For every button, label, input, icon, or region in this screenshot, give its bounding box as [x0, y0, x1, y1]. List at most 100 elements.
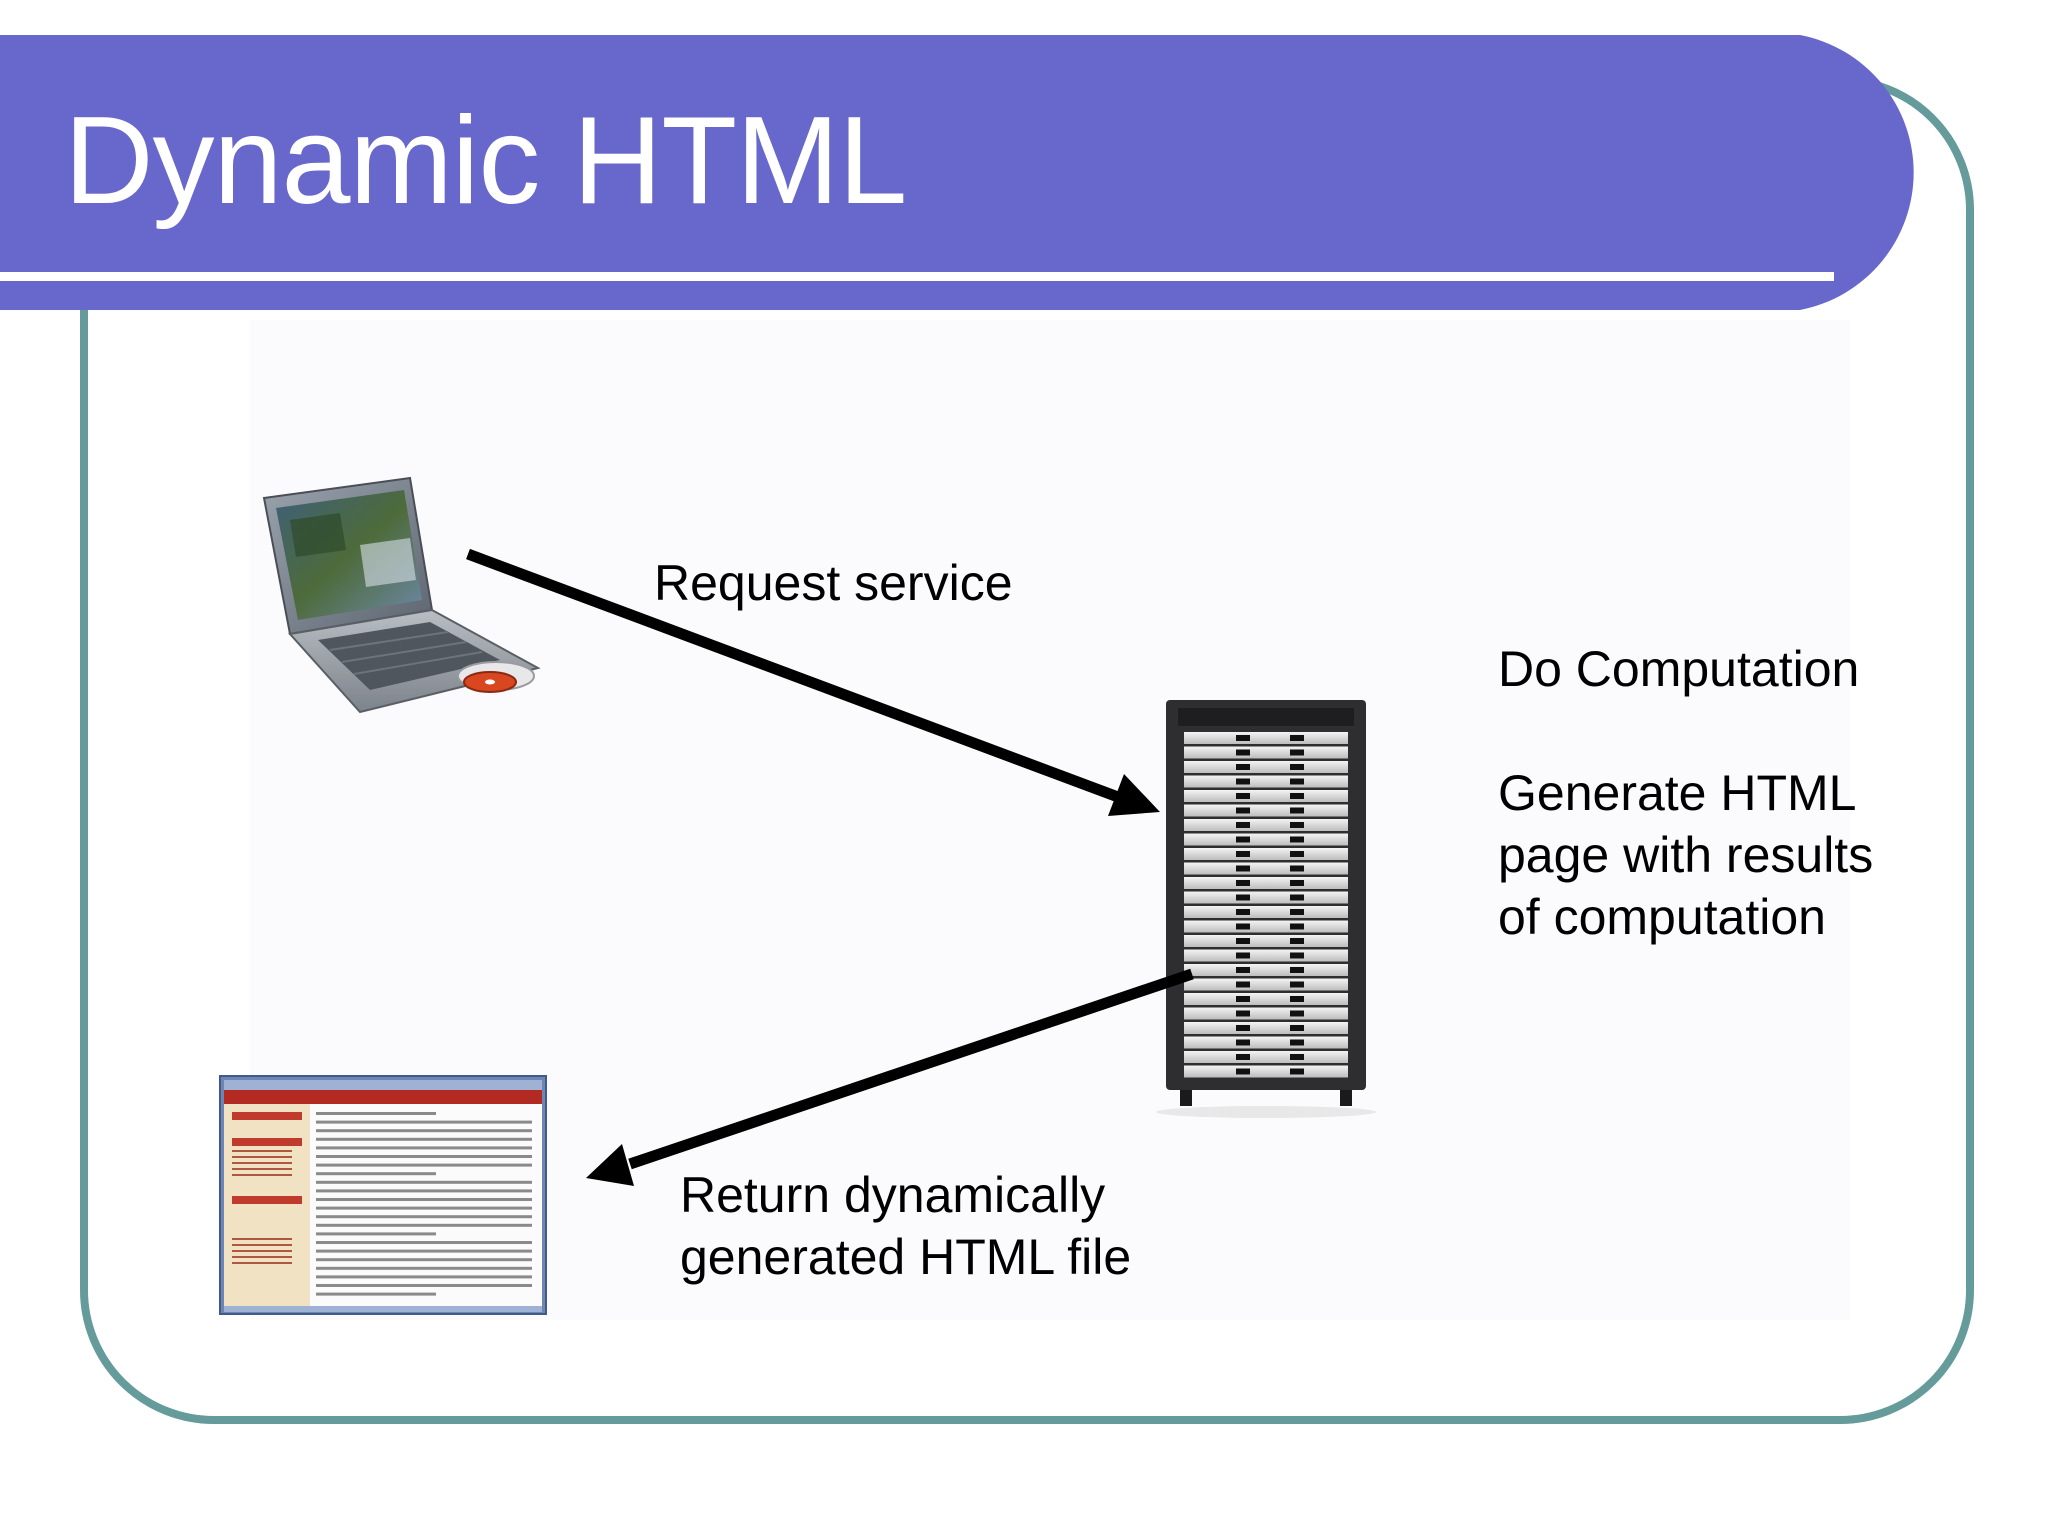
- server-note-generate-line-3: of computation: [1498, 889, 1826, 945]
- page-text-line: [316, 1155, 532, 1158]
- server-drawer-handle: [1236, 1054, 1250, 1060]
- server-drawer-handle: [1290, 807, 1304, 814]
- server-notes: Do Computation Generate HTML page with r…: [1498, 638, 1873, 948]
- server-drawer-handle: [1236, 952, 1250, 959]
- page-text-line: [316, 1275, 532, 1279]
- server-drawer-handle: [1290, 996, 1304, 1002]
- page-text-line: [316, 1163, 532, 1167]
- server-drawer-handle: [1290, 764, 1304, 770]
- server-drawer-handle: [1290, 1054, 1304, 1060]
- page-text-line: [316, 1137, 532, 1141]
- server-drawer: [1184, 819, 1348, 831]
- server-note-spacer: [1498, 700, 1873, 762]
- page-text-line: [316, 1198, 532, 1201]
- server-drawer-handle: [1236, 735, 1250, 741]
- server-drawer: [1184, 1065, 1348, 1078]
- server-drawer-handle: [1236, 938, 1250, 944]
- server-drawer-handle: [1236, 778, 1250, 785]
- server-drawer: [1184, 891, 1348, 904]
- server-drawer: [1184, 790, 1348, 802]
- server-drawer-handle: [1236, 1068, 1250, 1075]
- sidebar-text-line: [232, 1174, 292, 1176]
- server-drawer-handle: [1236, 1025, 1250, 1031]
- server-drawer: [1184, 906, 1348, 918]
- server-drawer: [1184, 993, 1348, 1005]
- arrow-response: [586, 968, 1194, 1186]
- server-drawer-handle: [1290, 735, 1304, 741]
- server-drawer-handle: [1236, 1039, 1250, 1046]
- page-text-line: [316, 1215, 532, 1219]
- edge-label-response-line-1: Return dynamically: [680, 1167, 1106, 1223]
- server-drawer-handle: [1290, 1010, 1304, 1017]
- server-drawer-handle: [1236, 836, 1250, 843]
- page-text-line: [316, 1249, 532, 1253]
- server-drawer-handle: [1290, 952, 1304, 959]
- server-drawer-handle: [1290, 851, 1304, 857]
- server-drawer: [1184, 877, 1348, 889]
- sidebar-text-line: [232, 1256, 292, 1258]
- server-drawer-handle: [1236, 981, 1250, 988]
- server-drawer-handle: [1290, 836, 1304, 843]
- sidebar-text-line: [232, 1168, 292, 1170]
- server-drawer-handle: [1290, 1068, 1304, 1075]
- server-drawer: [1184, 920, 1348, 933]
- server-drawer: [1184, 804, 1348, 817]
- server-note-generate-line-1: Generate HTML: [1498, 765, 1857, 821]
- server-drawer-handle: [1236, 793, 1250, 799]
- server-drawer-handle: [1236, 865, 1250, 872]
- server-drawer-handle: [1290, 967, 1304, 973]
- server-drawer-handle: [1290, 778, 1304, 785]
- server-drawer-handle: [1290, 822, 1304, 828]
- header-underline: [0, 272, 1834, 281]
- server-drawer-handle: [1236, 996, 1250, 1002]
- page-text-line: [316, 1120, 532, 1124]
- server-drawer: [1184, 935, 1348, 947]
- server-drawer-handle: [1290, 1025, 1304, 1031]
- sidebar-text-line: [232, 1244, 292, 1246]
- server-drawer: [1184, 1036, 1348, 1049]
- server-drawer: [1184, 964, 1348, 976]
- server-drawer-handle: [1236, 923, 1250, 930]
- server-drawer: [1184, 746, 1348, 759]
- page-text-line: [316, 1258, 532, 1262]
- server-drawer-handle: [1290, 793, 1304, 799]
- page-text-line: [316, 1292, 436, 1296]
- server-drawer: [1184, 848, 1348, 860]
- page-text-line: [316, 1189, 532, 1193]
- slide-title: Dynamic HTML: [64, 92, 907, 230]
- server-drawer-handle: [1236, 967, 1250, 973]
- page-text-line: [316, 1223, 532, 1227]
- server-drawer-handle: [1290, 923, 1304, 930]
- server-drawer-handle: [1290, 749, 1304, 756]
- server-drawer: [1184, 949, 1348, 962]
- web-page-icon: [219, 1075, 547, 1315]
- server-drawer-handle: [1236, 764, 1250, 770]
- server-drawer-handle: [1236, 749, 1250, 756]
- server-drawer-handle: [1236, 1010, 1250, 1017]
- sidebar-text-line: [232, 1150, 292, 1152]
- server-drawer: [1184, 761, 1348, 773]
- laptop-icon: [262, 476, 541, 714]
- server-drawer-handle: [1236, 894, 1250, 901]
- page-text-line: [316, 1172, 436, 1176]
- server-drawer: [1184, 1007, 1348, 1020]
- server-drawer: [1184, 1022, 1348, 1034]
- page-text-line: [316, 1112, 436, 1115]
- page-text-line: [316, 1241, 532, 1244]
- server-drawer: [1184, 732, 1348, 744]
- server-drawer-handle: [1236, 880, 1250, 886]
- server-drawer-handle: [1290, 1039, 1304, 1046]
- arrow-request: [466, 548, 1160, 816]
- server-drawer: [1184, 978, 1348, 991]
- server-drawer-handle: [1290, 909, 1304, 915]
- server-drawer-handle: [1290, 981, 1304, 988]
- server-drawer-handle: [1290, 938, 1304, 944]
- edge-label-request: Request service: [654, 555, 1013, 611]
- page-text-line: [316, 1284, 532, 1287]
- page-text-line: [316, 1206, 532, 1210]
- server-drawer-handle: [1290, 894, 1304, 901]
- server-rack-icon: [1156, 700, 1376, 1118]
- server-drawer-handle: [1290, 865, 1304, 872]
- sidebar-text-line: [232, 1262, 292, 1264]
